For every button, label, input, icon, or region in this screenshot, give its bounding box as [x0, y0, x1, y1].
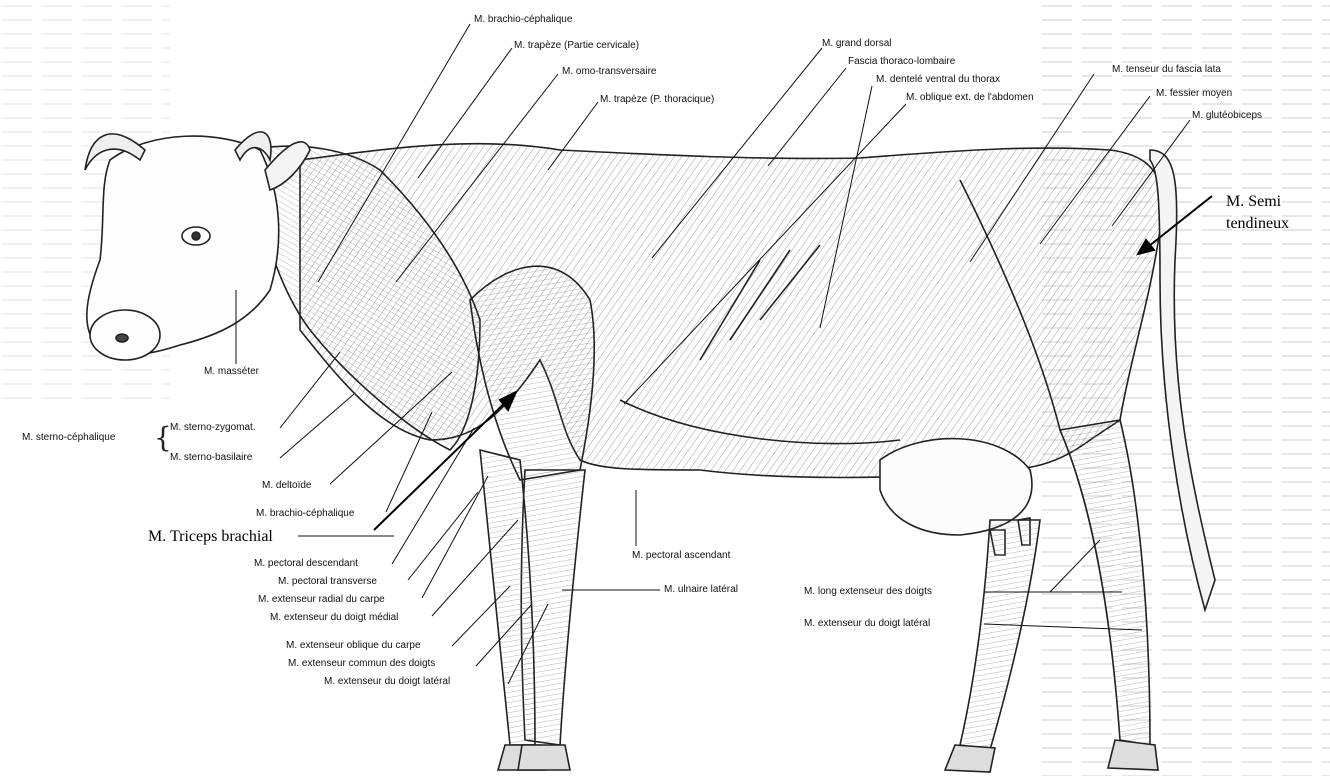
label-dentele-ventral: M. dentelé ventral du thorax	[876, 74, 1000, 86]
cow-hindleg-far	[960, 520, 1040, 750]
label-extenseur-oblique: M. extenseur oblique du carpe	[286, 640, 421, 652]
label-tenseur-fascia-lata: M. tenseur du fascia lata	[1112, 64, 1221, 76]
label-oblique-ext: M. oblique ext. de l'abdomen	[906, 92, 1034, 104]
label-trapeze-cervicale: M. trapèze (Partie cervicale)	[514, 40, 639, 52]
cow-hoof-3	[945, 745, 995, 772]
label-fessier-moyen: M. fessier moyen	[1156, 88, 1232, 100]
cow-hoof-4	[1108, 740, 1158, 770]
leader-sterno-zygomat	[280, 352, 340, 428]
cow-hoof-2	[518, 745, 570, 770]
cow-pupil	[192, 232, 200, 240]
label-brachio-cephalique-top: M. brachio-céphalique	[474, 14, 572, 26]
label-gluteobiceps: M. glutéobiceps	[1192, 110, 1262, 122]
label-masseter: M. masséter	[204, 366, 259, 378]
label-semi-tendineux-line1: M. Semi	[1226, 193, 1281, 211]
label-extenseur-commun: M. extenseur commun des doigts	[288, 658, 435, 670]
label-omo-transversaire: M. omo-transversaire	[562, 66, 656, 78]
cow-shoulder	[470, 266, 594, 480]
label-sterno-cephalique: M. sterno-céphalique	[22, 432, 115, 444]
label-grand-dorsal: M. grand dorsal	[822, 38, 891, 50]
label-extenseur-doigt-medial: M. extenseur du doigt médial	[270, 612, 398, 624]
leader-ext-radial	[422, 476, 488, 598]
label-extenseur-doigt-lateral-front: M. extenseur du doigt latéral	[324, 676, 450, 688]
leader-sterno-basilaire	[280, 394, 354, 458]
label-trapeze-thoracique: M. trapèze (P. thoracique)	[600, 94, 714, 106]
label-pectoral-descendant: M. pectoral descendant	[254, 558, 358, 570]
label-brachio-cephalique-bottom: M. brachio-céphalique	[256, 508, 354, 520]
label-triceps-brachial: M. Triceps brachial	[148, 528, 273, 546]
label-deltoide: M. deltoïde	[262, 480, 311, 492]
label-pectoral-transverse: M. pectoral transverse	[278, 576, 377, 588]
label-semi-tendineux-line2: tendineux	[1226, 215, 1289, 233]
leader-pectoral-trans	[408, 492, 478, 580]
label-pectoral-ascendant: M. pectoral ascendant	[632, 550, 730, 562]
label-extenseur-radial: M. extenseur radial du carpe	[258, 594, 385, 606]
label-fascia-thoraco-lombaire: Fascia thoraco-lombaire	[848, 56, 955, 68]
label-extenseur-doigt-lateral-hind: M. extenseur du doigt latéral	[804, 618, 930, 630]
label-sterno-zygomat: M. sterno-zygomat.	[170, 422, 256, 434]
leader-fascia	[768, 68, 846, 166]
label-ulnaire-lateral: M. ulnaire latéral	[664, 584, 738, 596]
cow-nostril	[116, 334, 128, 342]
label-long-extenseur: M. long extenseur des doigts	[804, 586, 932, 598]
label-sterno-basilaire: M. sterno-basilaire	[170, 452, 252, 464]
leader-pectoral-desc	[392, 428, 474, 564]
